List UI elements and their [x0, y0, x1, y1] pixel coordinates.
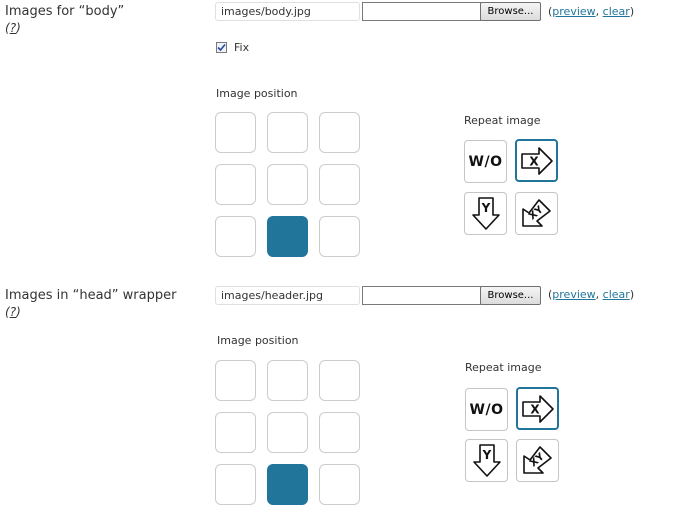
head-position-bottom-left[interactable] [215, 464, 256, 505]
head-image-path-input[interactable] [215, 286, 360, 305]
head-help-link[interactable]: (?) [5, 305, 21, 319]
no-repeat-icon: W/O [469, 401, 504, 418]
head-position-middle-center[interactable] [267, 412, 308, 453]
head-file-input[interactable] [362, 286, 481, 305]
checkmark-icon [217, 43, 226, 52]
head-preview-link[interactable]: preview [552, 288, 596, 301]
body-repeat-xy-button[interactable]: XY [515, 192, 558, 235]
body-fix-label: Fix [234, 41, 250, 54]
head-image-links: (preview, clear) [548, 288, 635, 301]
repeat-x-icon: X [520, 146, 553, 175]
help-icon[interactable]: ? [9, 21, 17, 35]
svg-text:X: X [530, 402, 540, 416]
body-repeat-y-button[interactable]: Y [464, 192, 507, 235]
no-repeat-icon: W/O [468, 153, 503, 170]
body-position-middle-right[interactable] [319, 164, 360, 205]
body-fix-checkbox[interactable] [216, 42, 227, 53]
body-images-label: Images for “body” (?) [5, 3, 124, 37]
head-repeat-xy-button[interactable]: XY [516, 439, 559, 482]
body-image-links: (preview, clear) [548, 5, 635, 18]
head-position-heading: Image position [217, 334, 299, 347]
repeat-xy-icon: XY [521, 198, 551, 227]
body-fix-row: Fix [216, 41, 249, 54]
head-repeat-heading: Repeat image [465, 361, 542, 374]
body-position-heading: Image position [216, 87, 298, 100]
head-repeat-none-button[interactable]: W/O [465, 388, 508, 431]
repeat-y-icon: Y [471, 196, 500, 230]
svg-text:X: X [529, 154, 539, 168]
repeat-x-icon: X [521, 394, 554, 423]
body-browse-button[interactable]: Browse... [480, 2, 541, 21]
head-repeat-x-button[interactable]: X [516, 387, 559, 430]
head-images-label: Images in “head” wrapper (?) [5, 287, 176, 321]
head-position-top-center[interactable] [267, 360, 308, 401]
body-position-middle-center[interactable] [267, 164, 308, 205]
body-position-bottom-center[interactable] [267, 216, 308, 257]
body-repeat-x-button[interactable]: X [515, 139, 558, 182]
head-position-middle-left[interactable] [215, 412, 256, 453]
repeat-y-icon: Y [472, 443, 501, 477]
head-position-bottom-right[interactable] [319, 464, 360, 505]
body-position-middle-left[interactable] [215, 164, 256, 205]
svg-text:Y: Y [481, 448, 491, 462]
body-image-path-input[interactable] [215, 2, 360, 21]
head-images-label-text: Images in “head” wrapper [5, 288, 177, 303]
body-position-bottom-left[interactable] [215, 216, 256, 257]
body-position-top-center[interactable] [267, 112, 308, 153]
svg-text:Y: Y [480, 201, 490, 215]
body-position-top-right[interactable] [319, 112, 360, 153]
head-clear-link[interactable]: clear [602, 288, 630, 301]
head-position-top-left[interactable] [215, 360, 256, 401]
body-images-label-text: Images for “body” [5, 4, 125, 19]
body-position-top-left[interactable] [215, 112, 256, 153]
body-clear-link[interactable]: clear [602, 5, 630, 18]
body-position-bottom-right[interactable] [319, 216, 360, 257]
body-images-section: Images for “body” (?) Browse... (preview… [5, 2, 635, 260]
repeat-xy-icon: XY [522, 445, 552, 474]
head-repeat-y-button[interactable]: Y [465, 439, 508, 482]
head-position-grid [215, 360, 363, 508]
body-help-link[interactable]: (?) [5, 21, 21, 35]
body-position-grid [215, 112, 363, 260]
body-file-input[interactable] [362, 2, 481, 21]
body-repeat-heading: Repeat image [464, 114, 541, 127]
head-browse-button[interactable]: Browse... [480, 286, 541, 305]
body-repeat-none-button[interactable]: W/O [464, 140, 507, 183]
head-position-middle-right[interactable] [319, 412, 360, 453]
head-images-section: Images in “head” wrapper (?) Browse... (… [0, 282, 700, 518]
head-position-bottom-center[interactable] [267, 464, 308, 505]
head-position-top-right[interactable] [319, 360, 360, 401]
help-icon[interactable]: ? [9, 305, 17, 319]
body-preview-link[interactable]: preview [552, 5, 596, 18]
